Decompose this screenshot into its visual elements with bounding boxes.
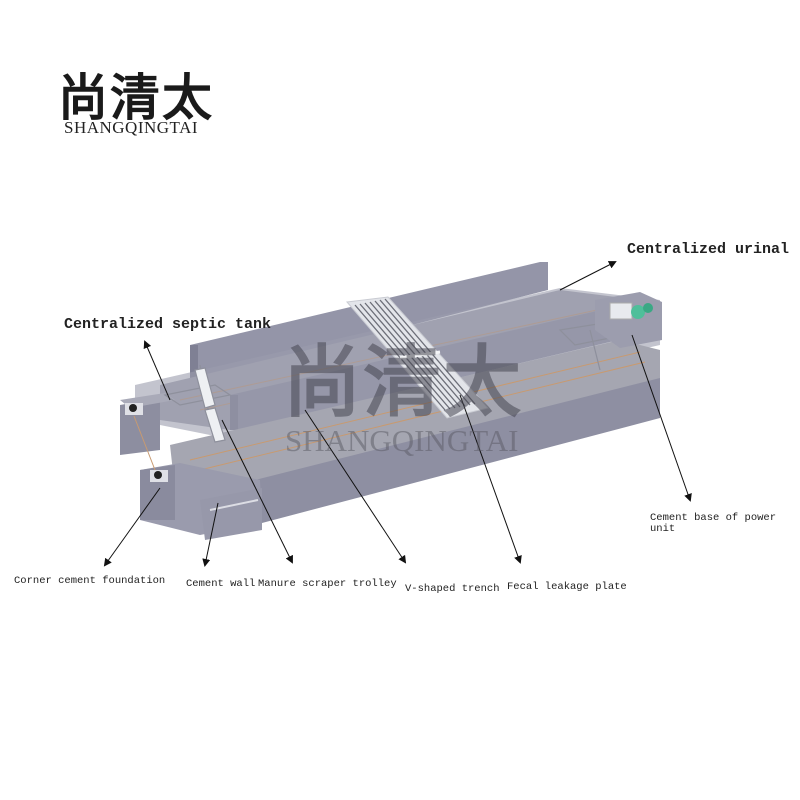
brand-logo-english: SHANGQINGTAI — [64, 118, 199, 137]
label-fecal-leakage-plate: Fecal leakage plate — [507, 581, 627, 593]
manure-scraper-trolley-left — [163, 364, 232, 443]
watermark-chinese: 尚清太 — [283, 337, 524, 428]
label-cement-wall: Cement wall — [186, 578, 256, 590]
label-centralized-septic-tank: Centralized septic tank — [64, 316, 272, 333]
fecal-leakage-grating — [346, 296, 489, 419]
label-manure-scraper-trolley: Manure scraper trolley — [258, 578, 397, 590]
label-cement-base-power-unit: Cement base of power unit — [650, 512, 777, 535]
leader-lines — [103, 261, 692, 567]
label-v-shaped-trench: V-shaped trench — [405, 583, 500, 595]
corner-foundation-bottom — [150, 470, 168, 482]
label-corner-cement-foundation: Corner cement foundation — [14, 575, 166, 587]
brand-logo-chinese: 尚清太 — [58, 68, 214, 127]
power-unit — [595, 292, 662, 348]
label-centralized-urinal: Centralized urinal — [627, 241, 790, 258]
watermark-english: SHANGQINGTAI — [285, 423, 519, 458]
front-cement-wall — [140, 378, 660, 540]
lower-trench — [170, 340, 660, 490]
corner-foundation-top — [125, 403, 143, 415]
